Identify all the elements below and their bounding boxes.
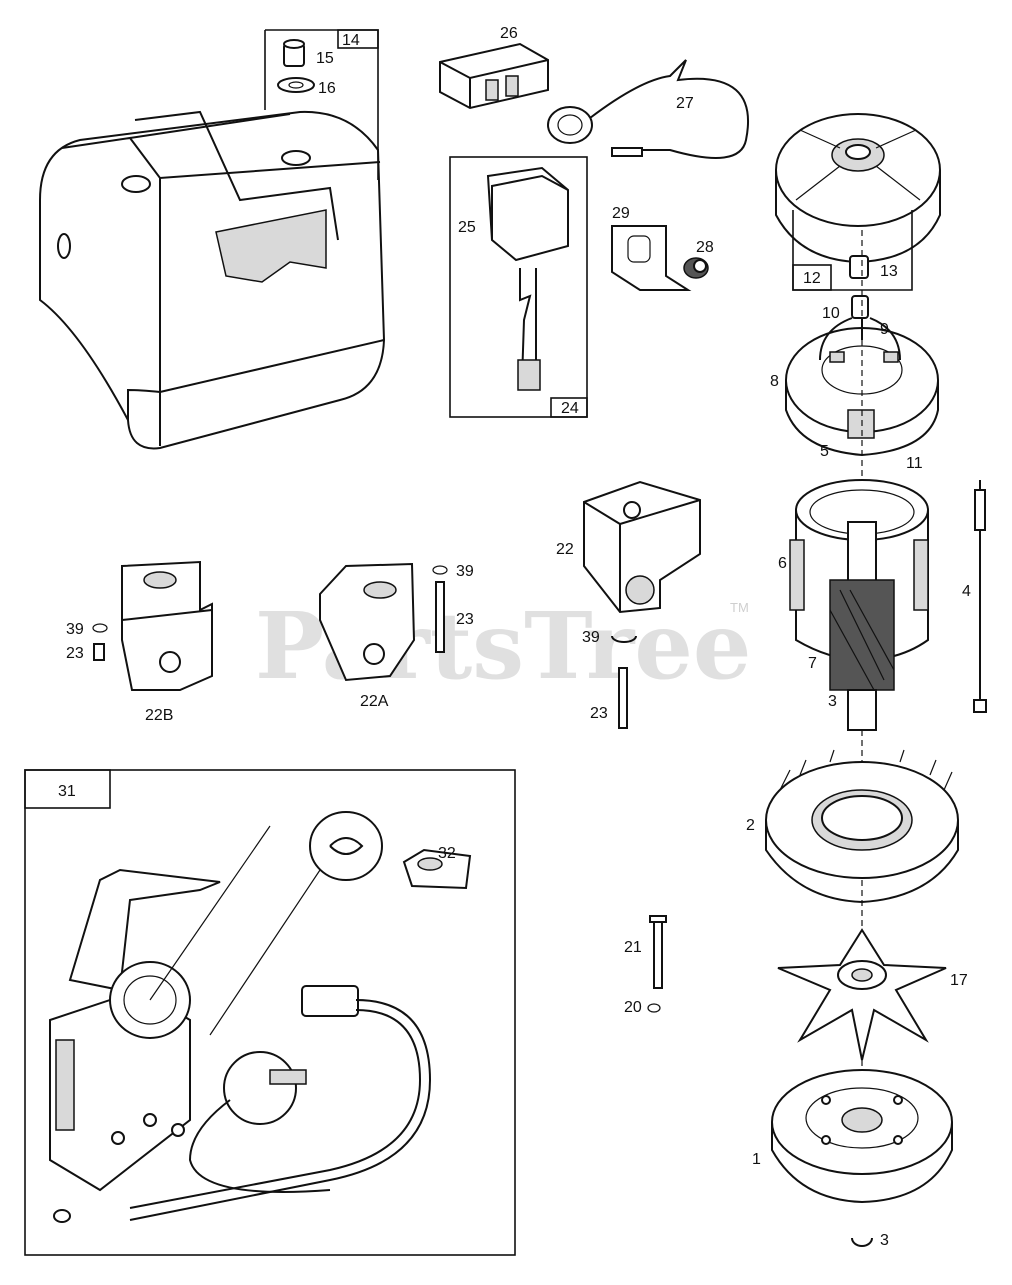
callout-32: 32 bbox=[438, 845, 456, 862]
callout-5: 5 bbox=[820, 443, 829, 460]
callout-3-lower: 3 bbox=[880, 1232, 889, 1249]
callout-22b: 22B bbox=[145, 707, 173, 724]
callout-10: 10 bbox=[822, 305, 840, 322]
callout-11: 11 bbox=[906, 455, 923, 472]
box-31-group: 31 32 bbox=[24, 769, 516, 1256]
callout-15: 15 bbox=[316, 50, 334, 67]
retainer-3: 3 bbox=[851, 1232, 889, 1249]
callout-27: 27 bbox=[676, 95, 694, 112]
box-14-label: 14 bbox=[342, 32, 360, 49]
plug-wire-27: 27 bbox=[547, 59, 749, 159]
callout-1: 1 bbox=[752, 1151, 761, 1168]
callout-6: 6 bbox=[778, 555, 787, 572]
watermark-tm: TM bbox=[730, 600, 749, 615]
washer-39-pump: 39 bbox=[582, 629, 637, 646]
callout-9: 9 bbox=[880, 321, 889, 338]
callout-28: 28 bbox=[696, 239, 714, 256]
callout-21: 21 bbox=[624, 939, 642, 956]
washer-16 bbox=[277, 77, 315, 93]
callout-22: 22 bbox=[556, 541, 574, 558]
callout-3-upper: 3 bbox=[828, 693, 837, 710]
callout-23-pump: 23 bbox=[590, 705, 608, 722]
callout-29: 29 bbox=[612, 205, 630, 222]
callout-17: 17 bbox=[950, 972, 968, 989]
bolt-23-22a: 23 bbox=[435, 581, 474, 653]
callout-39-22b: 39 bbox=[66, 621, 84, 638]
fan-17: 17 bbox=[777, 928, 968, 1061]
nut-20: 20 bbox=[624, 999, 661, 1016]
stator-group: 12 13 bbox=[775, 113, 941, 291]
pump-22: 22 bbox=[556, 480, 701, 614]
connector-26: 26 bbox=[439, 25, 549, 110]
callout-39-22a: 39 bbox=[456, 563, 474, 580]
callout-16: 16 bbox=[318, 80, 336, 97]
callout-7: 7 bbox=[808, 655, 817, 672]
grommet-28: 28 bbox=[683, 239, 714, 279]
pump-22b: 22B bbox=[121, 560, 213, 724]
bolt-21: 21 bbox=[624, 915, 667, 989]
callout-2: 2 bbox=[746, 817, 755, 834]
callout-23-22b: 23 bbox=[66, 645, 84, 662]
callout-22a: 22A bbox=[360, 693, 389, 710]
box-12-label: 12 bbox=[803, 270, 821, 287]
box-14-group: 14 15 16 bbox=[264, 29, 379, 180]
box-31-label: 31 bbox=[58, 783, 76, 800]
module-connector bbox=[301, 985, 359, 1017]
housing-armature: 5 6 7 3 bbox=[778, 443, 929, 731]
wire-grommet bbox=[223, 1051, 297, 1125]
flywheel-1: 1 bbox=[752, 1069, 953, 1204]
bolt-23-pump: 23 bbox=[590, 667, 628, 729]
callout-23-22a: 23 bbox=[456, 611, 474, 628]
callout-4: 4 bbox=[962, 583, 971, 600]
washer-39-22a: 39 bbox=[432, 563, 474, 580]
callout-20: 20 bbox=[624, 999, 642, 1016]
callout-39-pump: 39 bbox=[582, 629, 600, 646]
rotor-disc bbox=[309, 811, 383, 881]
brush-holder: 10 9 8 11 bbox=[770, 295, 939, 472]
pump-22a: 22A bbox=[319, 562, 416, 710]
box-24-group: 24 25 bbox=[449, 156, 588, 418]
callout-8: 8 bbox=[770, 373, 779, 390]
through-bolt-4: 4 bbox=[962, 480, 987, 713]
callout-13: 13 bbox=[880, 263, 898, 280]
engine-shroud bbox=[39, 110, 386, 450]
end-cover-2: 2 bbox=[746, 749, 959, 904]
relay-25 bbox=[486, 166, 569, 262]
screw-23-22b: 23 bbox=[66, 643, 105, 662]
callout-25: 25 bbox=[458, 219, 476, 236]
bracket-29: 29 bbox=[611, 205, 692, 291]
box-24-label: 24 bbox=[561, 400, 579, 417]
washer-39-22b: 39 bbox=[66, 621, 108, 638]
callout-26: 26 bbox=[500, 25, 518, 42]
